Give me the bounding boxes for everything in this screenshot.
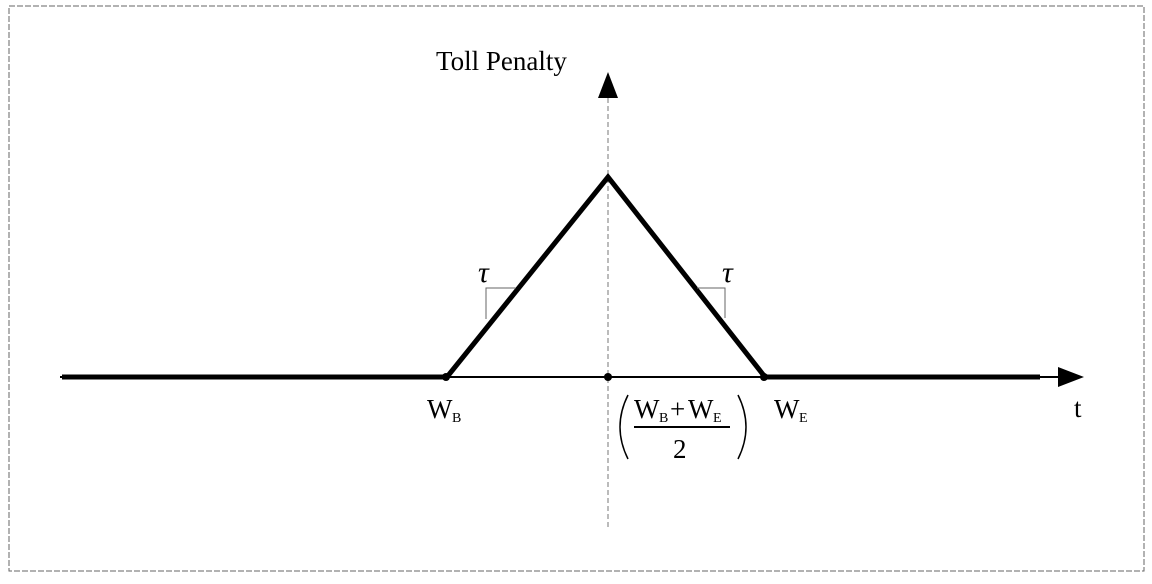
label-wb-main: W (427, 394, 453, 424)
slope-label-left: τ (478, 256, 490, 289)
x-axis-label: t (1074, 393, 1082, 423)
fraction-right-paren (737, 394, 747, 460)
fraction-denominator: 2 (673, 434, 687, 464)
point-midpoint (604, 373, 612, 381)
label-we: W E (774, 394, 808, 426)
fraction-a-main: W (634, 394, 660, 424)
label-wb-sub: B (452, 411, 461, 426)
slope-label-right: τ (722, 256, 734, 289)
point-we (760, 373, 768, 381)
label-we-main: W (774, 394, 800, 424)
slope-marker-right (697, 287, 726, 318)
fraction-a-sub: B (659, 411, 668, 426)
fraction-b-main: W (688, 394, 714, 424)
y-axis-arrow (598, 72, 618, 98)
toll-penalty-curve (62, 172, 1040, 380)
point-wb (442, 373, 450, 381)
midpoint-fraction: W B + W E 2 (619, 394, 747, 464)
diagram-frame (8, 5, 1145, 572)
label-wb: W B (427, 394, 461, 426)
fraction-b-sub: E (713, 411, 722, 426)
y-axis-label: Toll Penalty (436, 46, 567, 76)
fraction-left-paren (619, 394, 629, 460)
label-we-sub: E (799, 411, 808, 426)
slope-marker-left (485, 287, 516, 319)
x-axis-arrow (1058, 367, 1084, 387)
fraction-plus: + (670, 394, 685, 424)
